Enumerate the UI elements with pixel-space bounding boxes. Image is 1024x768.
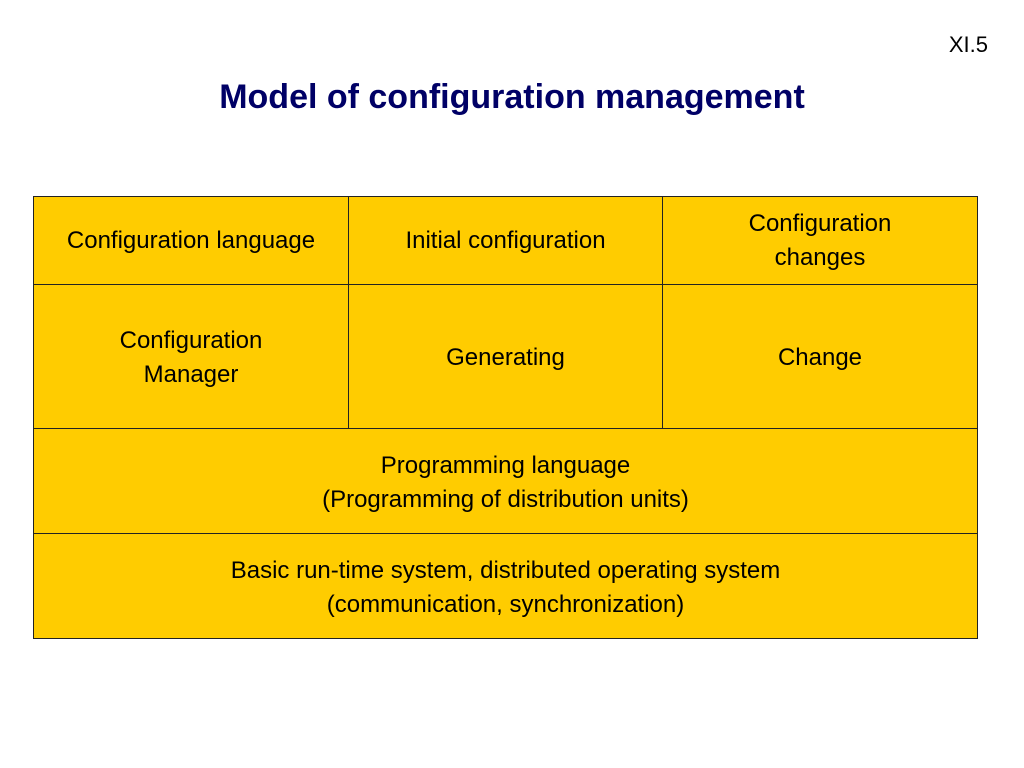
box-programming-language: Programming language (Programming of dis… bbox=[33, 428, 978, 534]
box-configuration-changes: Configuration changes bbox=[662, 196, 978, 285]
box-label: Configuration Manager bbox=[119, 327, 263, 388]
box-initial-configuration: Initial configuration bbox=[348, 196, 663, 285]
box-label: Generating bbox=[446, 344, 565, 371]
box-label: Basic run-time system, distributed opera… bbox=[230, 557, 781, 618]
box-label: Programming language (Programming of dis… bbox=[322, 452, 689, 513]
box-label: Initial configuration bbox=[405, 226, 606, 254]
box-runtime-system: Basic run-time system, distributed opera… bbox=[33, 533, 978, 639]
box-configuration-manager: Configuration Manager bbox=[33, 284, 349, 429]
box-generating: Generating bbox=[348, 284, 663, 429]
box-label: Configuration changes bbox=[748, 209, 892, 271]
box-change: Change bbox=[662, 284, 978, 429]
slide-title: Model of configuration management bbox=[219, 78, 805, 116]
box-label: Configuration language bbox=[66, 226, 316, 254]
box-configuration-language: Configuration language bbox=[33, 196, 349, 285]
box-label: Change bbox=[777, 344, 863, 371]
slide-number: XI.5 bbox=[948, 32, 988, 57]
